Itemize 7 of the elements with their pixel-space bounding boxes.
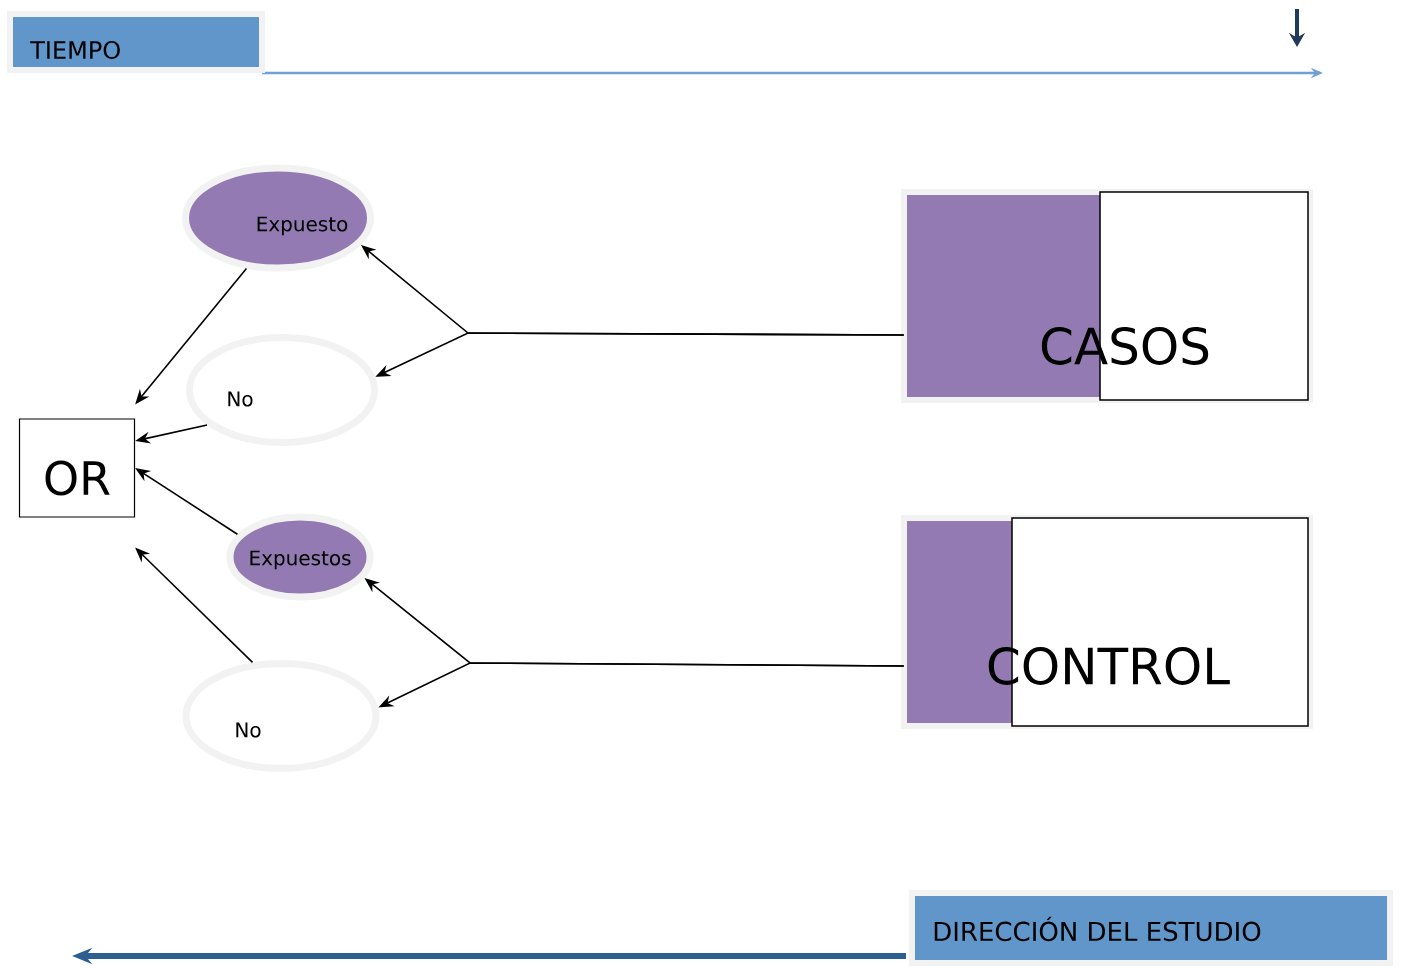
ellipse-node: Expuesto — [182, 164, 374, 272]
ellipse-node: No — [182, 660, 380, 772]
ellipse-node: No — [186, 334, 378, 446]
ellipse-node: Expuestos — [226, 513, 374, 601]
or-box: OR — [18, 418, 136, 518]
label-banner: TIEMPO — [7, 11, 265, 73]
label-banner: DIRECCIÓN DEL ESTUDIO — [909, 890, 1393, 966]
